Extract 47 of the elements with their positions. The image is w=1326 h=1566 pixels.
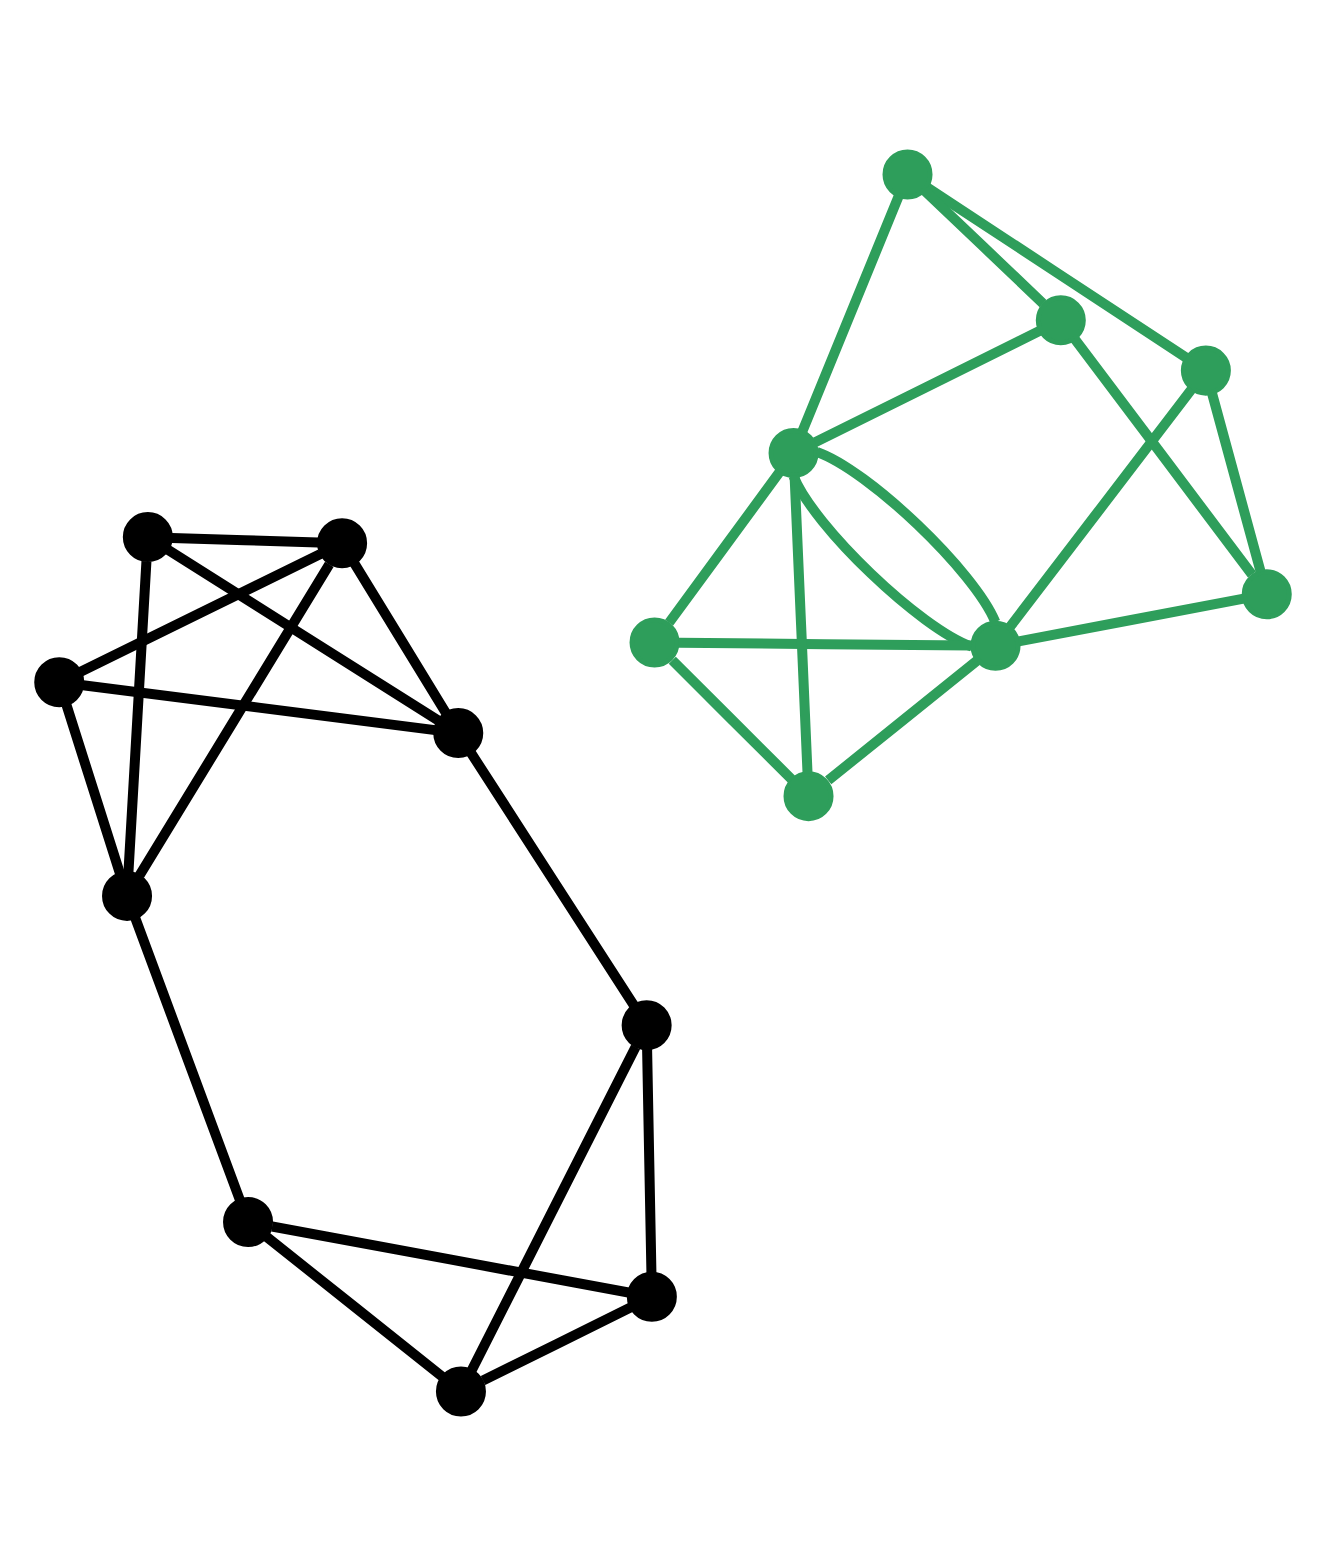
connector [812,326,1043,447]
node-circle [783,771,834,822]
node-circle [626,1271,677,1322]
connector [1017,593,1245,647]
connector [1070,335,1256,578]
node-circle [317,518,368,569]
node-circle [433,708,484,759]
connector [123,560,152,873]
connector [1207,391,1266,574]
connector [82,680,436,736]
connector [668,656,796,784]
connector [164,545,441,725]
connector [665,468,784,626]
connector [642,1048,657,1274]
node-circle [122,512,173,563]
connector [130,915,245,1202]
connector [924,183,1190,362]
node-circle [223,1197,274,1248]
node-circle [34,657,85,708]
node-circle [1180,345,1231,396]
connector [814,447,1000,625]
connector [77,549,323,677]
connector [480,1302,634,1386]
connector [350,561,451,717]
node-circle [1035,295,1086,346]
connector [466,749,639,1009]
node-circle [970,620,1021,671]
node-circle [102,870,153,921]
connector [920,186,1047,308]
connector [1005,386,1196,631]
node-circle [435,1366,486,1417]
connector [271,1221,630,1298]
connector [135,561,334,879]
connector [467,1044,641,1373]
node-circle [768,427,819,478]
node-circle [882,149,933,200]
connector [678,637,972,651]
connector [171,532,319,548]
connector [61,703,125,876]
connector [825,656,981,785]
connector [263,1232,446,1381]
node-circle [1241,569,1292,620]
node-circle [621,1000,672,1051]
connector [789,475,813,774]
connector [789,474,974,652]
connector [797,194,904,434]
node-circle [629,617,680,668]
